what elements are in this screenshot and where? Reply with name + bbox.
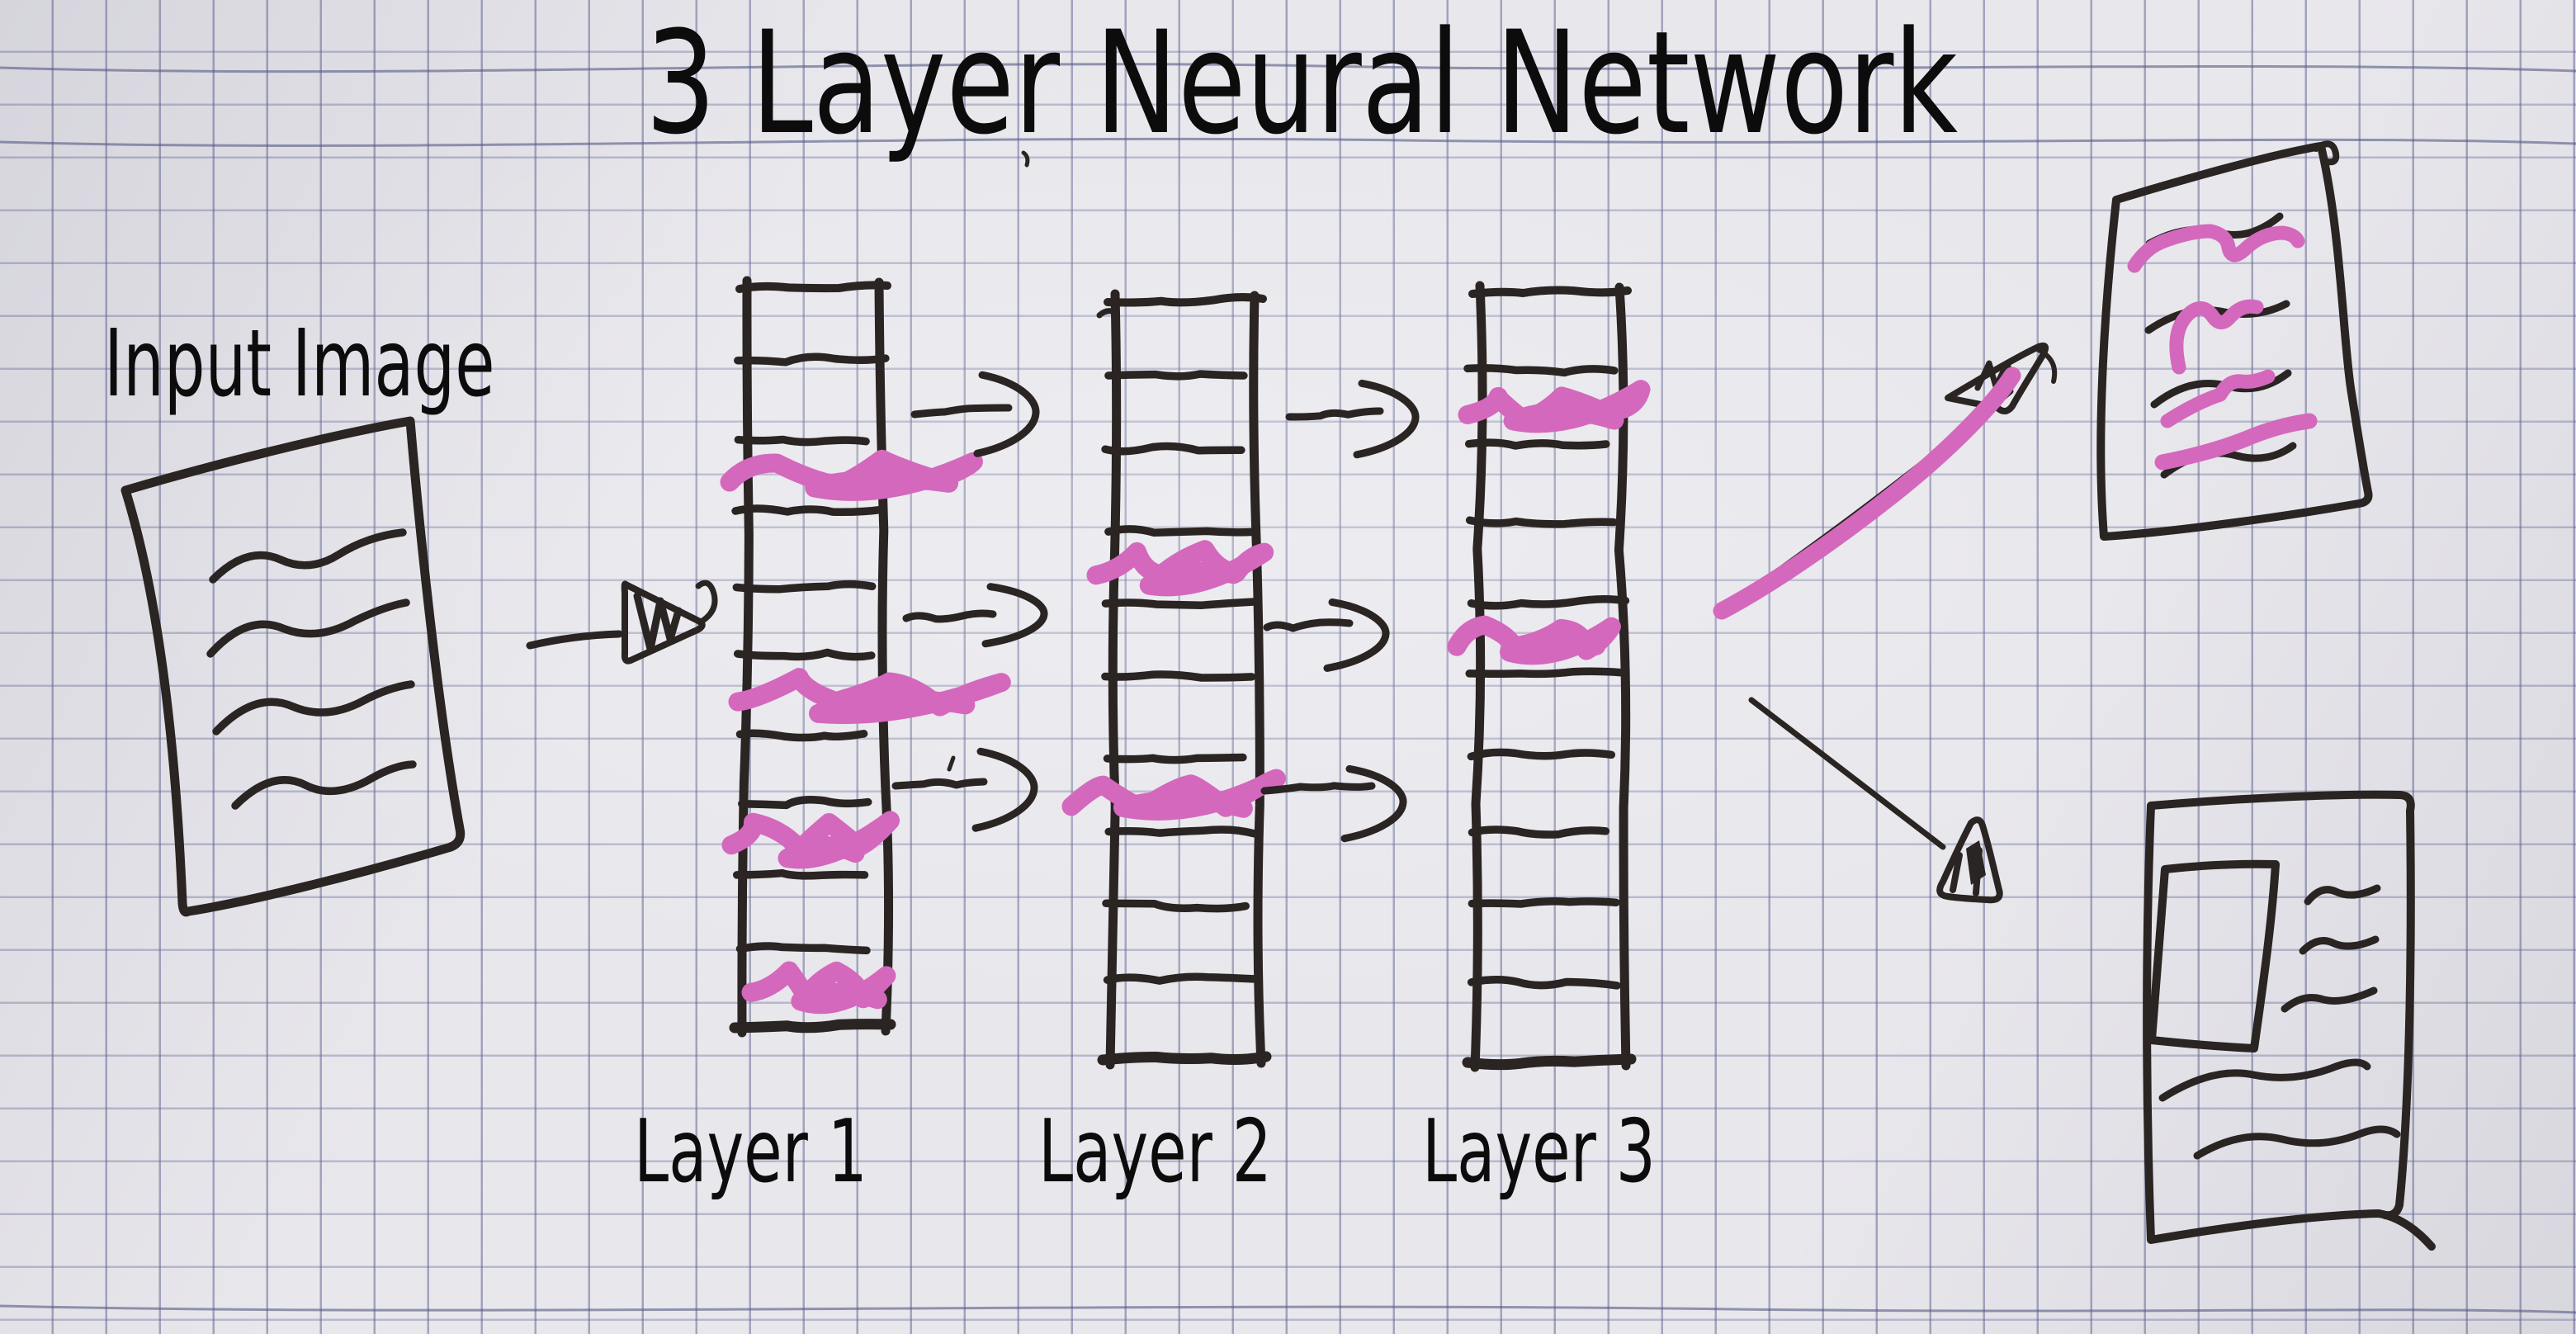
arrowhead-hook <box>2036 348 2058 384</box>
ladder-rung <box>1103 753 1247 764</box>
arrow-chevron <box>1353 379 1420 459</box>
ladder-rung <box>734 435 870 447</box>
ladder-top-edge <box>735 281 891 293</box>
output-doc-top <box>2096 140 2373 541</box>
output-doc-bottom <box>2143 790 2436 1251</box>
arrowhead-scribble-triangle <box>1945 342 2049 414</box>
ladder-rung <box>1104 525 1258 537</box>
arrow-layer3-to-bottom-output <box>1748 697 2003 904</box>
arrow-chevron <box>981 583 1048 648</box>
arrow-shaft <box>902 609 997 623</box>
input-image-label: Input Image <box>104 310 495 418</box>
arrowhead-fill-scribble <box>633 592 683 653</box>
arrow-shaft <box>1285 407 1384 421</box>
image-placeholder-box <box>2148 859 2280 1053</box>
input-image-sketch <box>121 416 466 917</box>
ladder-rung <box>732 868 869 880</box>
layer-ladder-3 <box>1447 281 1651 1072</box>
ladder-rung <box>1101 442 1245 456</box>
ladder-bottom-edge <box>1462 1053 1637 1071</box>
arrow-chevron <box>1340 764 1407 843</box>
ladder-top-edge <box>1104 292 1267 307</box>
ladder-rung <box>1104 825 1258 838</box>
ladder-rung <box>1103 972 1263 985</box>
ladder-rung <box>738 796 872 810</box>
layer2-label: Layer 2 <box>1038 1101 1272 1202</box>
ladder-rung <box>1468 825 1610 839</box>
output-doc-bottom-outline <box>2147 790 2415 1220</box>
output-doc-bottom-left-bottom <box>2143 802 2436 1251</box>
ladder-rung <box>1101 670 1256 682</box>
output-doc-top-pink-highlights <box>2127 224 2318 471</box>
ladder-rung <box>1468 897 1620 908</box>
arrow-shaft <box>1748 697 1946 850</box>
arrowhead-fill-scribble <box>1950 847 1983 896</box>
pink-highlight-arrow <box>1713 367 2021 620</box>
highlight-scribble <box>720 449 983 501</box>
arrow-shaft <box>1260 782 1376 795</box>
arrow-chevron <box>1323 598 1390 672</box>
arrowhead-hook <box>695 579 718 626</box>
arrow-chevron <box>973 371 1040 457</box>
arrow-shaft <box>526 630 623 650</box>
ladder-bottom-edge <box>1097 1051 1272 1066</box>
highlight-scribble <box>721 811 900 869</box>
layer-ladder-2 <box>1061 289 1286 1070</box>
layer3-label: Layer 3 <box>1422 1101 1656 1202</box>
arrow-layer2-to-layer3-2 <box>1263 598 1390 672</box>
ladder-bottom-edge <box>729 1019 896 1034</box>
layer1-label: Layer 1 <box>634 1101 867 1202</box>
ladder-top-edge <box>1468 286 1632 298</box>
highlight-scribble <box>741 961 896 1015</box>
ladder-right-rail <box>1249 291 1266 1068</box>
highlight-scribble <box>728 668 1011 725</box>
ladder-rung <box>1104 370 1248 381</box>
generated-sketch <box>720 276 1651 1072</box>
arrow-input-to-layer1 <box>526 579 718 665</box>
ladder-rung <box>735 942 871 955</box>
arrow-shaft <box>1263 618 1354 632</box>
highlight-scribble <box>1061 769 1286 821</box>
ladder-rung <box>1102 899 1250 913</box>
arrowhead-scribble-triangle <box>1936 816 2003 904</box>
ladder-rung <box>1463 364 1619 377</box>
ladder-right-rail <box>874 277 894 1036</box>
output-doc-bottom-long-lines <box>2158 1058 2401 1160</box>
output-doc-top-outline <box>2096 142 2373 541</box>
arrow-layer1-to-layer2-3 <box>891 747 1038 832</box>
layer-ladder-1 <box>720 276 1011 1038</box>
output-doc-bottom-short-lines <box>2281 884 2381 1013</box>
corner-hook <box>2313 140 2340 166</box>
arrowhead-scribble-triangle <box>621 580 706 665</box>
ladder-rung <box>1465 667 1626 679</box>
arrow-shaft <box>891 778 988 790</box>
ladder-rung <box>734 352 890 367</box>
ladder-rung <box>1467 595 1630 610</box>
ladder-rung <box>1467 976 1621 990</box>
arrow-chevron <box>971 747 1038 832</box>
paper-warp-lines <box>0 63 2576 1314</box>
ladder-rung <box>1467 748 1616 761</box>
highlight-scribble <box>1458 380 1651 433</box>
ladder-rung <box>732 579 877 594</box>
ladder-rung <box>733 648 876 661</box>
arrow-layer1-to-layer2-1 <box>910 371 1040 457</box>
ladder-left-rail <box>737 276 754 1038</box>
page-title: 3 Layer Neural Network <box>645 0 1959 166</box>
ladder-rung <box>1464 438 1610 450</box>
highlight-scribble <box>1086 540 1274 597</box>
input-image-outline <box>121 416 466 917</box>
arrow-layer2-to-layer3-1 <box>1285 379 1420 459</box>
ladder-rung <box>1465 516 1618 528</box>
ladder-rung <box>731 504 887 517</box>
ladder-rung <box>1101 598 1259 609</box>
arrow-layer2-to-layer3-3 <box>1260 764 1407 843</box>
ladder-rung <box>735 729 868 742</box>
arrow-shaft <box>910 404 1013 419</box>
input-image-text-lines <box>206 528 417 810</box>
arrow-layer1-to-layer2-2 <box>902 583 1048 648</box>
highlight-scribble <box>1447 615 1621 665</box>
